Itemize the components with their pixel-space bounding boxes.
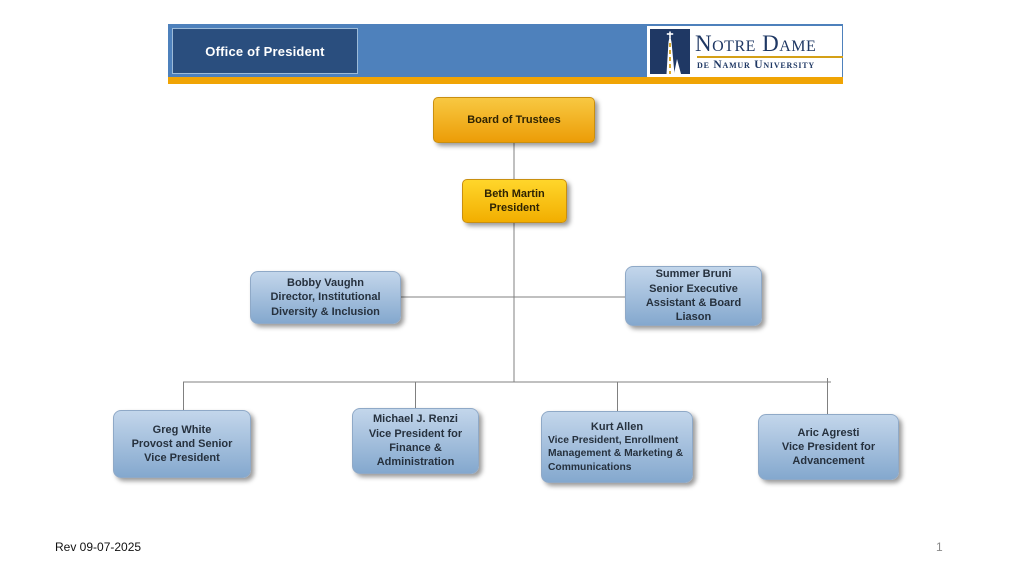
node-title: Vice President for Finance & Administrat… (368, 427, 463, 469)
node-name: Beth Martin (484, 187, 545, 200)
node-name: Board of Trustees (467, 113, 561, 126)
org-node-executive-assistant: Summer Bruni Senior Executive Assistant … (625, 266, 762, 326)
org-node-vp-finance: Michael J. Renzi Vice President for Fina… (352, 408, 479, 474)
node-name: Summer Bruni (655, 268, 732, 281)
page-title: Office of President (205, 43, 325, 59)
org-node-president: Beth Martin President (462, 179, 567, 223)
node-title: Provost and Senior Vice President (131, 437, 233, 465)
org-node-provost: Greg White Provost and Senior Vice Presi… (113, 410, 251, 478)
node-title: Vice President, Enrollment Management & … (548, 435, 684, 473)
university-logo: Notre Dame de Namur University (647, 26, 843, 77)
office-title-box: Office of President (172, 28, 358, 74)
org-node-vp-enrollment: Kurt Allen Vice President, Enrollment Ma… (541, 411, 693, 483)
org-node-vp-advancement: Aric Agresti Vice President for Advancem… (758, 414, 899, 480)
campanile-icon (650, 29, 690, 74)
node-title: Senior Executive Assistant & Board Liaso… (645, 282, 742, 324)
node-name: Michael J. Renzi (373, 413, 458, 426)
org-node-board-of-trustees: Board of Trustees (433, 97, 595, 143)
header-banner: Office of President Notre Dame de Namur … (168, 24, 843, 77)
logo-subtitle: de Namur University (697, 58, 816, 71)
banner-gold-stripe (168, 77, 843, 84)
node-name: Aric Agresti (797, 426, 860, 439)
logo-gold-rule (697, 55, 843, 58)
node-title: President (489, 202, 540, 214)
node-title: Director, Institutional Diversity & Incl… (270, 291, 381, 318)
page-number: 1 (936, 540, 943, 554)
logo-text: Notre Dame de Namur University (695, 32, 843, 72)
node-name: Bobby Vaughn (287, 277, 364, 290)
node-title: Vice President for Advancement (781, 440, 876, 468)
revision-date: Rev 09-07-2025 (55, 540, 142, 554)
node-name: Greg White (152, 423, 212, 436)
node-name: Kurt Allen (590, 420, 644, 433)
logo-name: Notre Dame (695, 30, 817, 56)
org-node-director-diversity: Bobby Vaughn Director, Institutional Div… (250, 271, 401, 324)
